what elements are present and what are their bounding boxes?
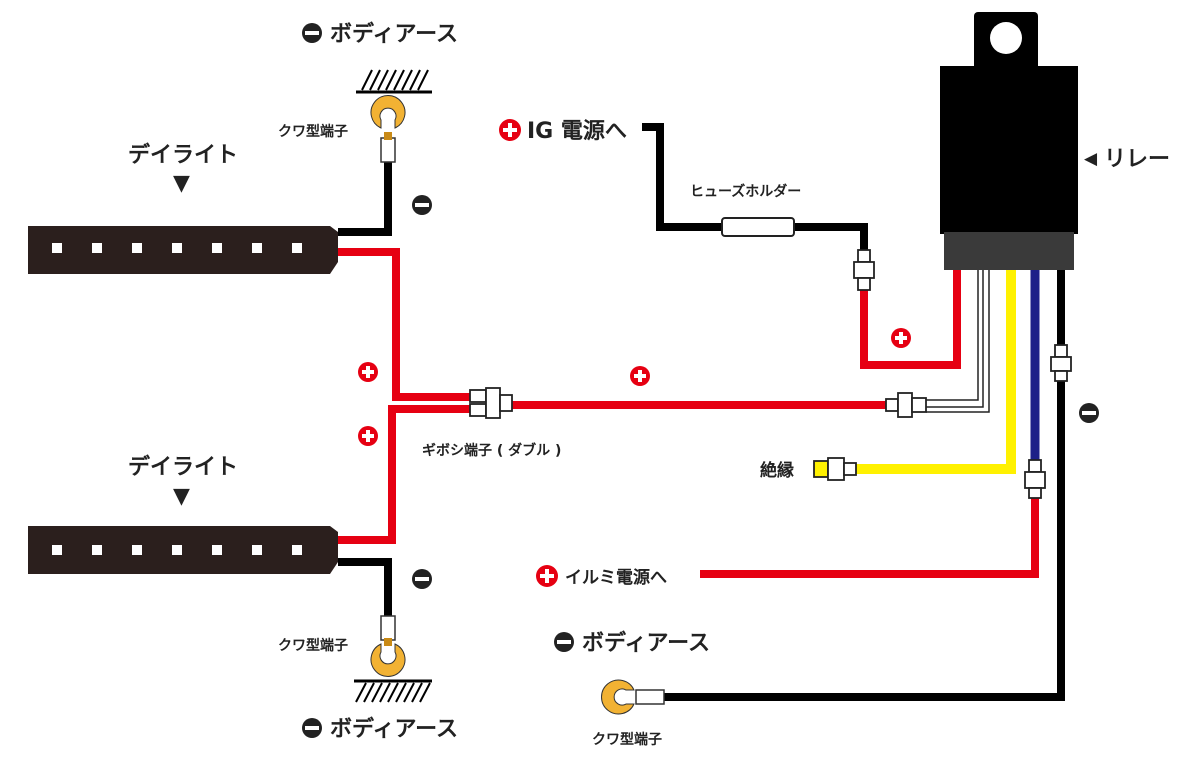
- label-body-earth-bottom: ボディアース: [330, 716, 458, 742]
- label-insulation: 絶縁: [760, 460, 794, 481]
- minus-symbol-relay-ground: [1079, 403, 1099, 423]
- black-wire-relay-ground-2: [660, 380, 1065, 701]
- wires: [338, 123, 1065, 701]
- label-kuwa-right: クワ型端子: [592, 731, 662, 748]
- thin-wire-2: [926, 270, 984, 408]
- kuwa-terminal-bottom: [370, 615, 406, 677]
- red-wire-top-led: [338, 248, 472, 401]
- label-daylight-top: デイライト: [128, 142, 238, 168]
- minus-symbol-top-wire: [412, 195, 432, 215]
- kuwa-terminal-right: [601, 679, 665, 715]
- black-wire-top-led-ground: [338, 158, 392, 236]
- label-gibosi: ギボシ端子 ( ダブル ): [422, 442, 561, 459]
- minus-symbol-right-earth: [554, 632, 574, 652]
- arrow-down-bottom: ▼: [173, 484, 190, 509]
- plus-symbol-relay-power: [891, 328, 911, 348]
- black-wire-ig-power: [642, 123, 722, 231]
- label-kuwa-top: クワ型端子: [278, 123, 348, 140]
- label-kuwa-bottom: クワ型端子: [278, 637, 348, 654]
- plus-symbol-illumi: [536, 565, 558, 587]
- label-fuse-holder: ヒューズホルダー: [690, 183, 801, 200]
- relay-mount-hole: [990, 22, 1022, 54]
- minus-symbol-top-earth: [302, 23, 322, 43]
- label-daylight-bottom: デイライト: [128, 454, 238, 480]
- plus-symbol-bottom-led-wire: [358, 426, 378, 446]
- label-illumi-power: イルミ電源へ: [565, 567, 667, 588]
- illumi-connector: [1024, 459, 1046, 499]
- minus-symbol-bottom-wire: [412, 569, 432, 589]
- label-ig-power: IG 電源へ: [527, 119, 627, 144]
- led-bar-top: [28, 226, 338, 274]
- fuse-side-connector: [853, 249, 875, 291]
- relay: [940, 12, 1078, 270]
- gibosi-double-connector: [469, 387, 513, 419]
- arrow-down-top: ▼: [173, 171, 190, 196]
- label-body-earth-right: ボディアース: [582, 630, 710, 656]
- ground-symbol-bottom: [354, 679, 432, 703]
- kuwa-terminal-top: [370, 95, 406, 163]
- label-relay: リレー: [1104, 147, 1170, 172]
- plus-symbol-top-led-wire: [358, 362, 378, 382]
- red-wire-relay-power: [860, 270, 961, 369]
- yellow-wire: [856, 270, 1016, 474]
- fuse-holder: [721, 217, 795, 237]
- plus-symbol-main-wire: [630, 366, 650, 386]
- minus-symbol-bottom-earth: [302, 718, 322, 738]
- arrow-left-relay: ◀: [1084, 149, 1098, 169]
- thin-wire-1: [926, 270, 979, 401]
- plus-symbol-ig: [499, 119, 521, 141]
- insulation-cap: [813, 457, 857, 481]
- red-wire-bottom-led: [338, 405, 472, 544]
- relay-side-connector: [885, 392, 927, 418]
- led-bar-bottom: [28, 526, 338, 574]
- black-wire-fuse-out: [794, 223, 868, 250]
- label-body-earth-top: ボディアース: [330, 21, 458, 47]
- red-wire-illumi: [700, 498, 1039, 578]
- black-wire-bottom-led-ground: [338, 558, 392, 628]
- ground-wire-connector: [1050, 344, 1072, 382]
- ground-symbol-top: [356, 69, 432, 94]
- thin-wire-3: [926, 270, 990, 413]
